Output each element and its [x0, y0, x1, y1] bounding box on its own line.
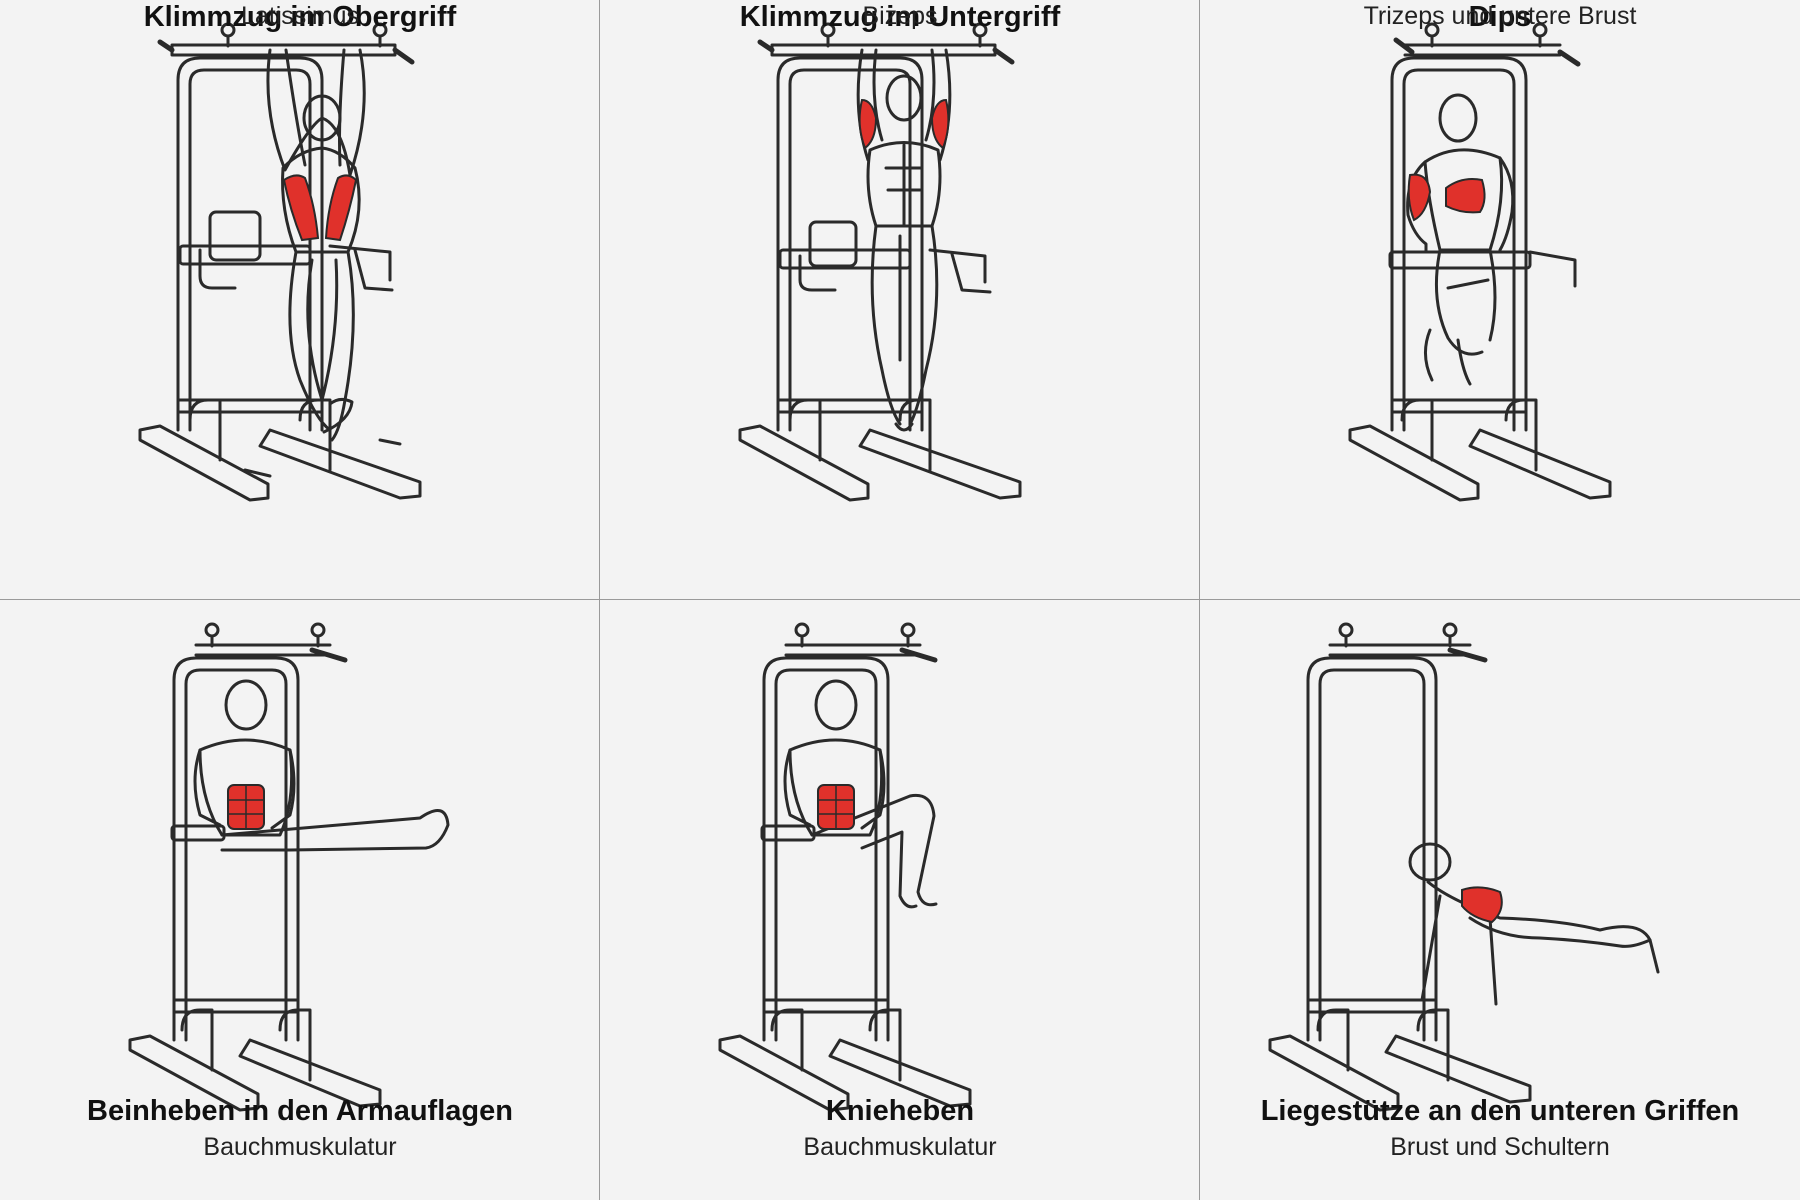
exercise-muscles: Brust und Schultern [1390, 1133, 1610, 1161]
exercise-title: Dips [1468, 1, 1532, 33]
exercise-card-knee-raise: Knieheben Bauchmuskulatur [600, 600, 1200, 1200]
exercise-title: Knieheben [825, 1095, 975, 1127]
exercise-muscles: Latissimus [240, 2, 360, 30]
exercise-card-chinup-underhand: Klimmzug im Untergriff Bizeps [600, 0, 1200, 600]
exercise-title: Liegestütze an den unteren Griffen [1260, 1095, 1740, 1127]
exercise-card-dips: Dips Trizeps und untere Brust [1200, 0, 1800, 600]
exercise-card-pullup-overhand: Klimmzug im Obergriff Latissimus [0, 0, 600, 600]
exercise-card-leg-raise: Beinheben in den Armauflagen Bauchmuskul… [0, 600, 600, 1200]
pushup-illustration [1268, 622, 1660, 1112]
exercise-muscles: Trizeps und untere Brust [1363, 2, 1637, 30]
exercise-title: Klimmzug im Obergriff [143, 1, 457, 33]
leg-raise-illustration [128, 622, 450, 1112]
dips-illustration [1348, 22, 1612, 502]
chinup-underhand-illustration [738, 22, 1022, 502]
exercise-title: Beinheben in den Armauflagen [87, 1095, 513, 1127]
exercise-muscles: Bauchmuskulatur [203, 1133, 397, 1161]
exercise-muscles: Bauchmuskulatur [803, 1133, 997, 1161]
exercise-title: Klimmzug im Untergriff [739, 1, 1061, 33]
pullup-overhand-illustration [138, 22, 422, 502]
exercise-muscles: Bizeps [862, 2, 938, 30]
exercise-card-pushup: Liegestütze an den unteren Griffen Brust… [1200, 600, 1800, 1200]
knee-raise-illustration [718, 622, 972, 1112]
